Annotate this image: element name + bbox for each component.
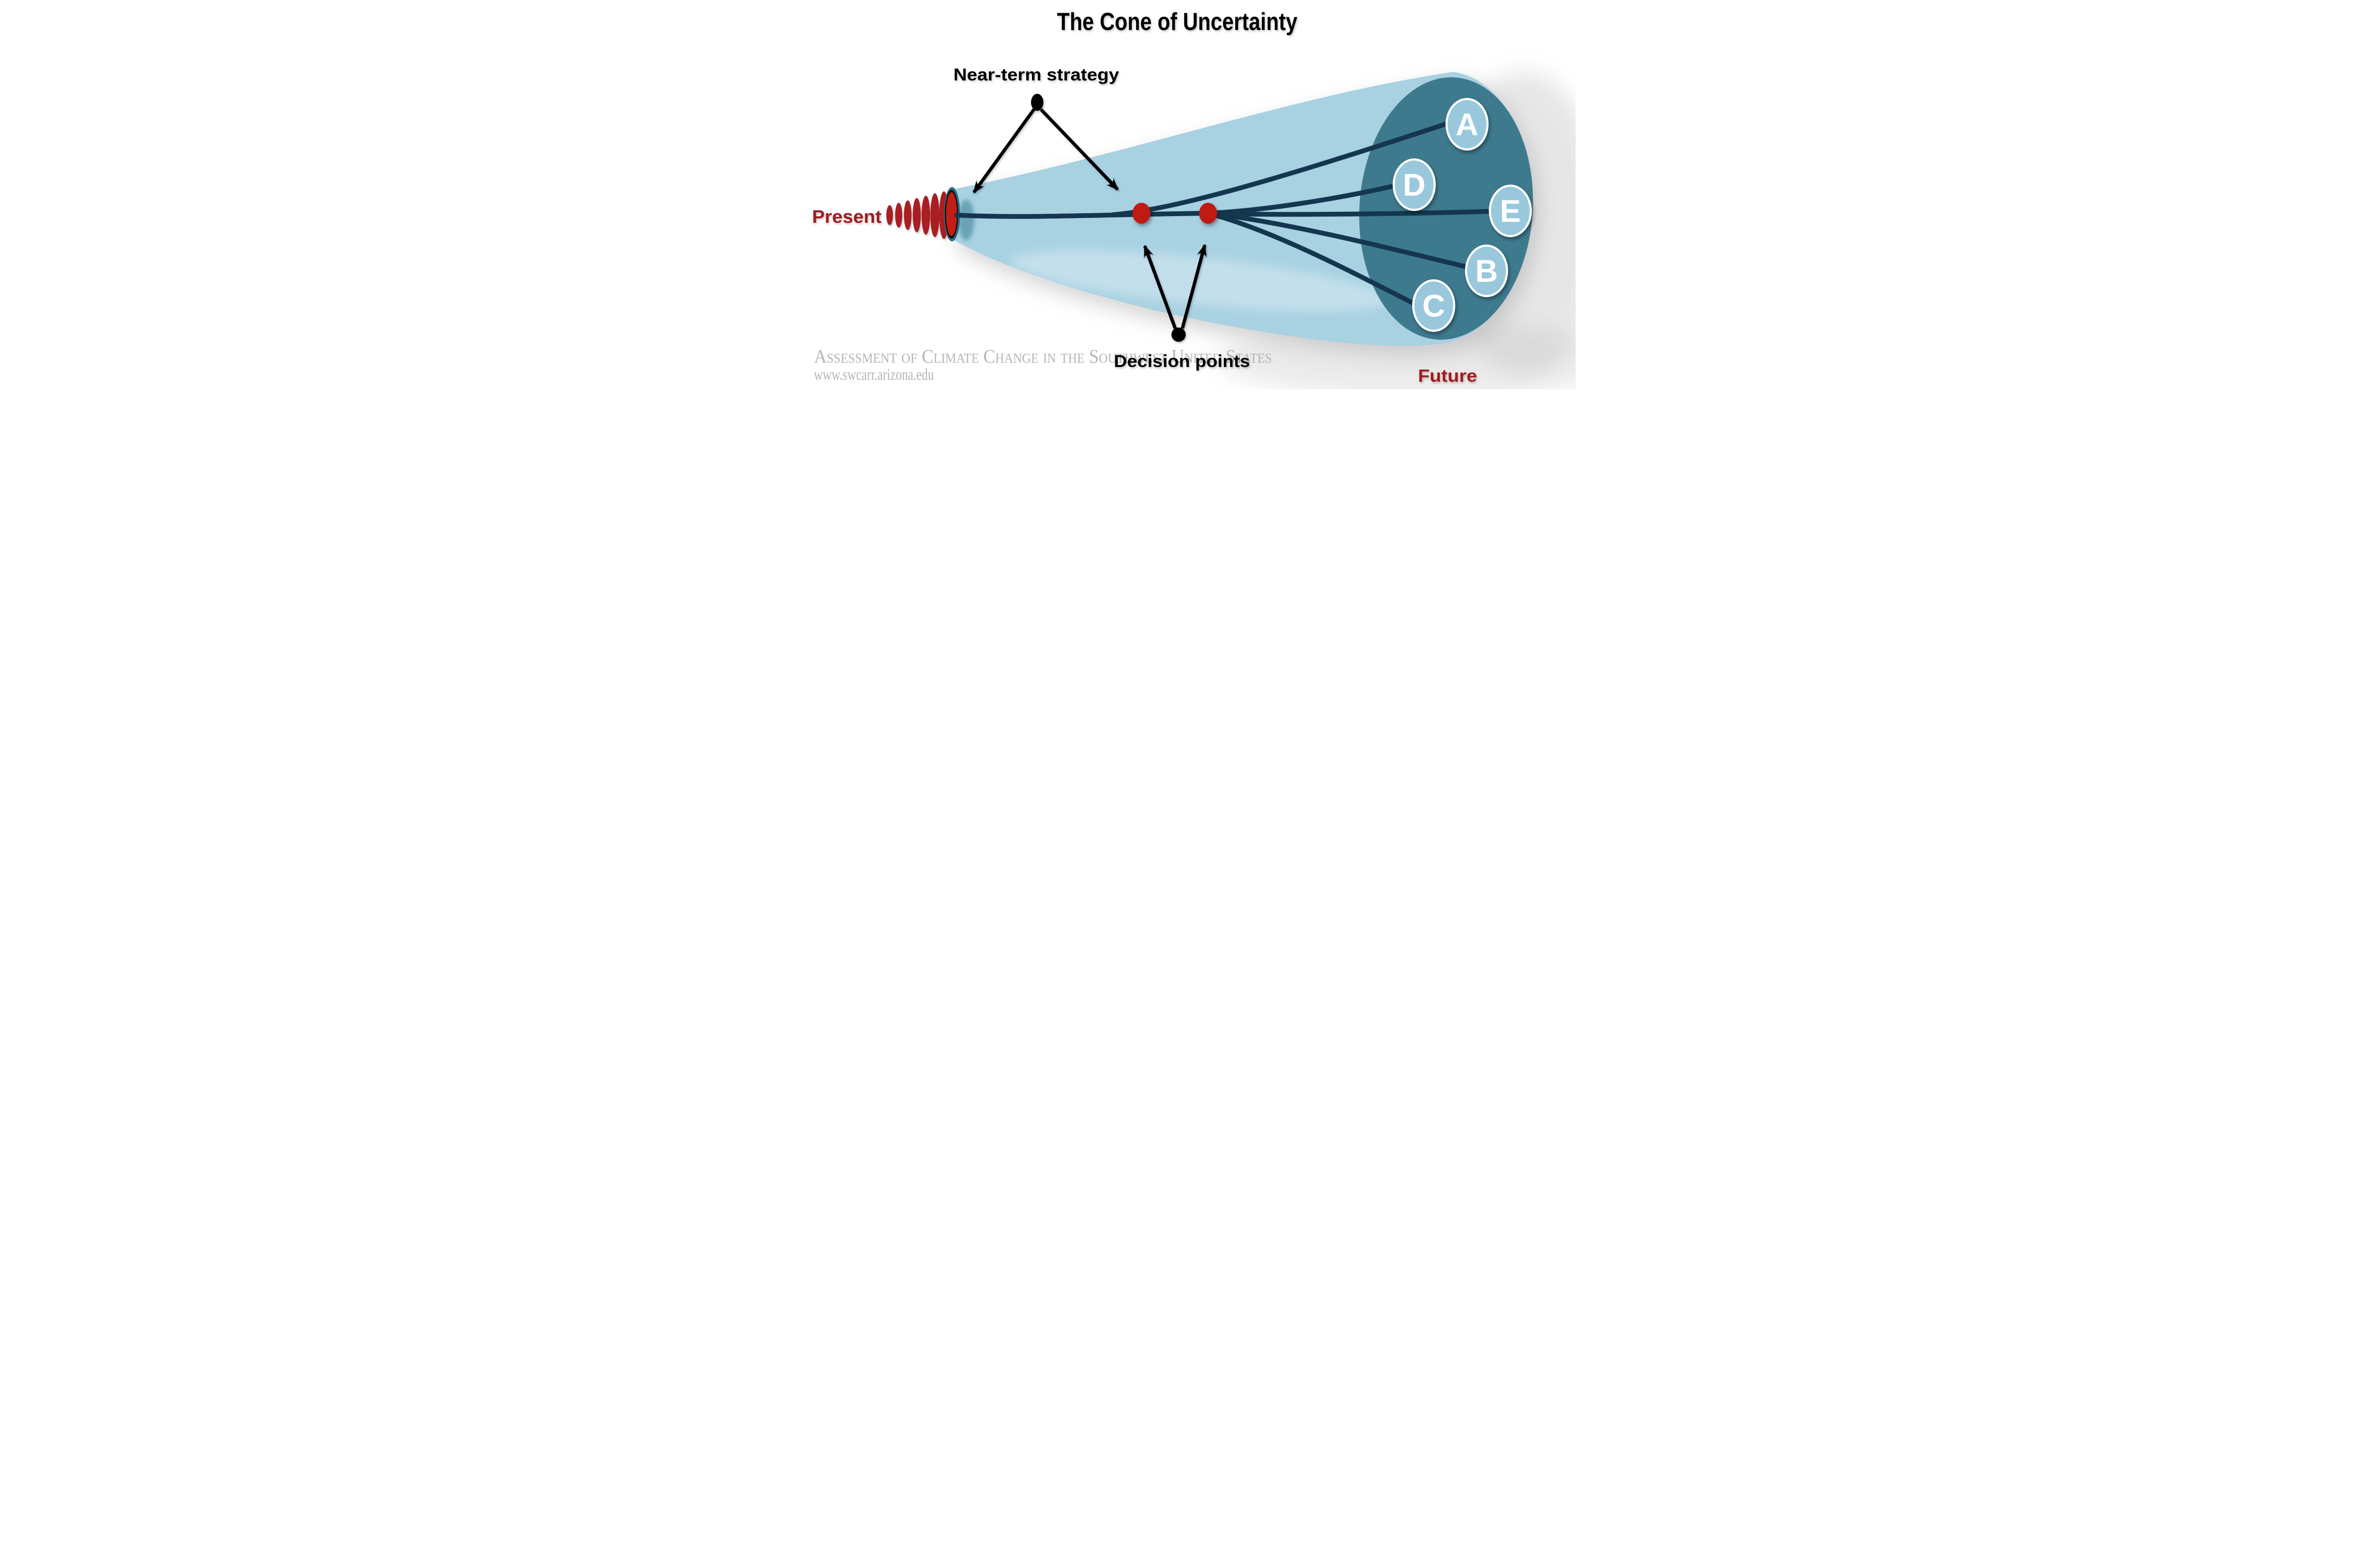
endpoint-letter-b: B bbox=[1475, 253, 1498, 288]
decision-arrow-left bbox=[1143, 245, 1177, 329]
near-term-annotation bbox=[972, 94, 1119, 194]
decision-point-2 bbox=[1199, 203, 1217, 224]
endpoint-letter-a: A bbox=[1456, 107, 1478, 142]
cone-of-uncertainty-diagram: A D E B C Assessment of Climate Change i… bbox=[804, 0, 1576, 389]
decision-dots bbox=[1132, 203, 1217, 224]
tip-inner-shadow bbox=[958, 199, 974, 240]
endpoint-circle-a bbox=[1445, 98, 1489, 151]
diagram-labels: The Cone of Uncertainty Near-term strate… bbox=[812, 8, 1477, 386]
trunk-path bbox=[954, 211, 1210, 219]
endpoint-circles bbox=[1392, 98, 1532, 332]
decision-points-label: Decision points bbox=[1114, 351, 1250, 371]
branch-path-c bbox=[1206, 211, 1417, 306]
endpoint-letters: A D E B C bbox=[1403, 107, 1521, 323]
diagram-title: The Cone of Uncertainty bbox=[1057, 8, 1298, 36]
endpoint-letter-c: C bbox=[1422, 288, 1445, 323]
present-label: Present bbox=[812, 207, 882, 227]
coil-ring-1 bbox=[886, 205, 893, 225]
decision-arrow-right bbox=[1180, 244, 1207, 329]
footer-watermark: Assessment of Climate Change in the Sout… bbox=[814, 346, 1272, 384]
decision-annotation bbox=[1143, 244, 1207, 342]
attribution-text: Assessment of Climate Change in the Sout… bbox=[814, 346, 1272, 367]
present-coil bbox=[886, 191, 949, 239]
coil-ring-4 bbox=[912, 198, 921, 232]
url-text: www.swcarr.arizona.edu bbox=[814, 366, 934, 384]
coil-ring-2 bbox=[895, 203, 902, 228]
near-term-arrow-right bbox=[1040, 108, 1119, 191]
near-term-dot bbox=[1031, 94, 1043, 111]
coil-ring-5 bbox=[922, 196, 930, 235]
endpoint-circle-d bbox=[1392, 158, 1436, 211]
branch-path-e bbox=[1206, 209, 1493, 217]
coil-ring-6 bbox=[930, 193, 940, 237]
cone-inner-highlight bbox=[1010, 250, 1389, 312]
decision-label-dot bbox=[1171, 327, 1186, 342]
endpoint-letter-e: E bbox=[1500, 193, 1521, 228]
near-term-arrow-left bbox=[972, 108, 1035, 194]
branch-path-b bbox=[1206, 211, 1469, 269]
tip-core bbox=[946, 192, 957, 236]
endpoint-circle-b bbox=[1465, 244, 1508, 298]
future-label: Future bbox=[1418, 366, 1477, 386]
cone-tip bbox=[944, 187, 974, 241]
decision-point-1 bbox=[1132, 203, 1150, 224]
endpoint-letter-d: D bbox=[1403, 167, 1426, 202]
diagram-canvas: A D E B C Assessment of Climate Change i… bbox=[812, 8, 1576, 389]
coil-ring-3 bbox=[904, 200, 912, 230]
endpoint-circle-c bbox=[1412, 279, 1456, 332]
endpoint-circle-e bbox=[1488, 184, 1532, 238]
near-term-label: Near-term strategy bbox=[953, 65, 1119, 84]
